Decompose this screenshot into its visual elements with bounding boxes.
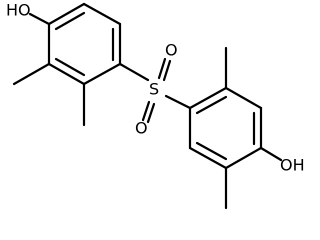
bond-right-ring-5 — [188, 146, 228, 170]
bond-right-hydroxyl — [259, 146, 283, 162]
bond-right-ring-double-1 — [195, 95, 228, 115]
bond-left-ring-double-1 — [54, 11, 86, 31]
bond-left-ring-double-3 — [54, 57, 86, 77]
bond-left-ring-2 — [82, 2, 122, 26]
bond-right-ring-double-3 — [195, 141, 228, 161]
oxygen-upper-label: O — [165, 41, 178, 60]
bond-left-ring-1 — [47, 2, 86, 26]
bond-sulfur-to-oxygen-lower-2 — [146, 102, 156, 124]
bond-sulfur-to-oxygen-lower-1 — [141, 100, 151, 122]
bond-left-ring-5 — [47, 62, 86, 86]
bond-sulfur-to-right-ring — [164, 94, 192, 110]
molecule-canvas: HO S O O OH — [6, 0, 305, 210]
bond-sulfur-to-oxygen-upper-2 — [162, 59, 172, 82]
bond-left-methyl-a — [12, 62, 51, 86]
sulfur-label: S — [149, 80, 159, 99]
hydroxyl-label-top-left: HO — [6, 1, 31, 20]
molecule-structure: HO S O O OH — [6, 1, 305, 210]
hydroxyl-label-bottom-right: OH — [280, 156, 305, 175]
bond-right-ring-2 — [224, 86, 263, 110]
bond-left-ring-to-sulfur — [118, 62, 150, 82]
bond-left-ring-4 — [82, 62, 122, 86]
bond-right-ring-4 — [224, 146, 263, 170]
oxygen-lower-label: O — [135, 119, 148, 138]
bond-sulfur-to-oxygen-upper-1 — [157, 57, 167, 80]
bond-left-hydroxyl — [28, 12, 51, 26]
bond-right-ring-1 — [188, 86, 228, 110]
